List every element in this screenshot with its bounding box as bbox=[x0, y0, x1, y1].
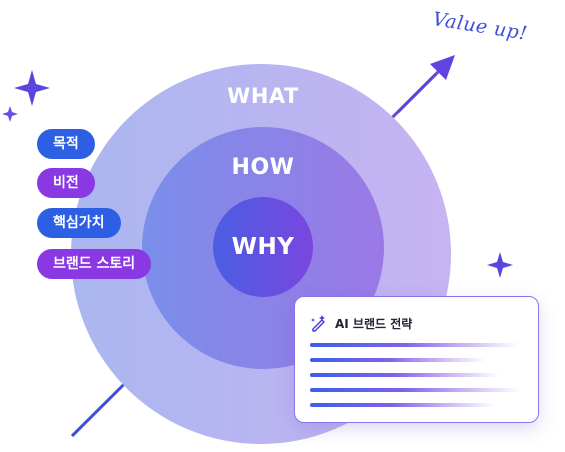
why-label: WHY bbox=[231, 234, 295, 260]
content-line bbox=[310, 388, 520, 392]
content-line bbox=[310, 343, 520, 347]
pencil-sparkle-icon bbox=[310, 314, 328, 332]
arrow-head-icon bbox=[430, 55, 455, 80]
how-label: HOW bbox=[231, 155, 295, 180]
card-header: AI 브랜드 전략 bbox=[310, 314, 412, 332]
ai-brand-strategy-card: AI 브랜드 전략 bbox=[294, 296, 539, 423]
card-title: AI 브랜드 전략 bbox=[335, 316, 413, 331]
sparkle-large-icon bbox=[14, 70, 50, 106]
sparkle-right-icon bbox=[487, 252, 513, 278]
what-label: WHAT bbox=[227, 84, 299, 108]
content-line bbox=[310, 358, 485, 362]
content-line bbox=[310, 403, 495, 407]
sparkle-small-icon bbox=[2, 106, 18, 122]
pill-brand-story: 브랜드 스토리 bbox=[37, 249, 152, 279]
arrow-upper-segment bbox=[396, 72, 438, 114]
pill-vision: 비전 bbox=[37, 168, 95, 198]
content-line bbox=[310, 373, 500, 377]
inner-ring bbox=[213, 197, 313, 297]
pill-purpose: 목적 bbox=[37, 129, 95, 159]
pill-core-values: 핵심가치 bbox=[37, 208, 121, 238]
